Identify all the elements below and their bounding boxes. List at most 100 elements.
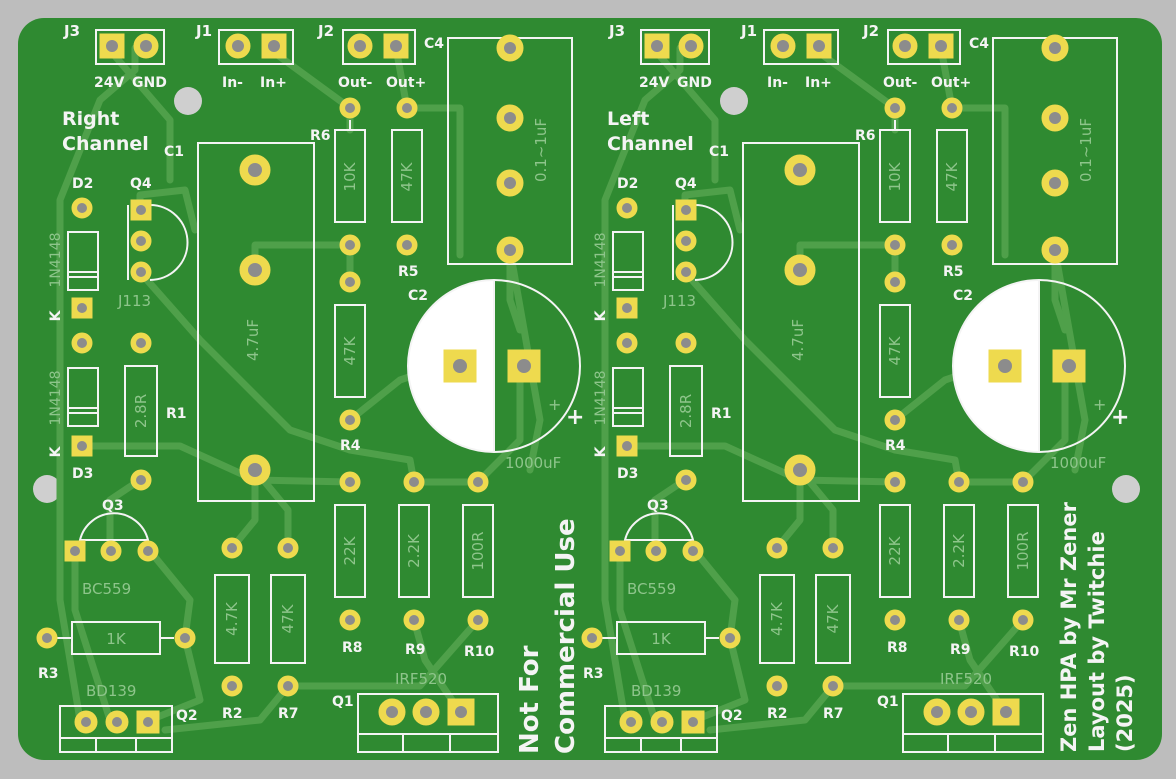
ref-r8: R8 (887, 640, 908, 656)
value-q4: J113 (662, 292, 696, 310)
value-c4: 0.1~1uF (1077, 118, 1095, 182)
credits-line1: Zen HPA by Mr Zener (1057, 501, 1081, 752)
ref-j2: J2 (862, 22, 879, 40)
value-r2: 4.7K (768, 601, 786, 636)
ref-d2: D2 (72, 176, 93, 192)
ref-q4: Q4 (675, 176, 697, 192)
ref-c2: C2 (408, 288, 428, 304)
ref-j3: J3 (608, 22, 625, 40)
resistor-r9: R9 2.2K (398, 471, 430, 658)
mounting-hole (174, 87, 202, 115)
capacitor-c1: C1 4.7uF (709, 142, 860, 502)
resistor-r7: R7 47K (270, 537, 306, 722)
ref-c2: C2 (953, 288, 973, 304)
transistor-q3: Q3 BC559 (64, 498, 159, 598)
ref-q1: Q1 (332, 694, 354, 710)
cathode-mark: K (48, 309, 64, 321)
ref-r6: R6 (855, 128, 876, 144)
capacitor-c2: C2 1000uF + + (952, 279, 1129, 472)
resistor-r5: R5 47K (391, 97, 423, 280)
ref-q2: Q2 (176, 708, 198, 724)
connector-j1: J1 In- In+ (195, 22, 294, 91)
transistor-q2: Q2 BD139 (59, 682, 198, 753)
diode-d2: D2 1N4148 K (48, 176, 99, 321)
value-d3: 1N4148 (48, 370, 64, 425)
ref-r5: R5 (943, 264, 964, 280)
ref-r10: R10 (464, 644, 495, 660)
credits-line3: (2025) (1113, 674, 1137, 752)
transistor-q2: Q2 BD139 (604, 682, 743, 753)
credits: Zen HPA by Mr Zener Layout by Twitchie (… (1057, 501, 1137, 752)
ref-q4: Q4 (130, 176, 152, 192)
commercial-notice: Not For Commercial Use (515, 518, 581, 754)
value-r4: 47K (341, 335, 359, 365)
value-r4: 47K (886, 335, 904, 365)
value-r8: 22K (886, 535, 904, 565)
resistor-r9: R9 2.2K (943, 471, 975, 658)
mounting-hole (1112, 475, 1140, 503)
polarity-fab: + (1093, 395, 1106, 414)
ref-d2: D2 (617, 176, 638, 192)
label-24v: 24V (94, 75, 124, 91)
transistor-q4: Q4 J113 (117, 176, 189, 310)
ref-j2: J2 (317, 22, 334, 40)
value-q3: BC559 (82, 580, 131, 598)
label-out-minus: Out- (883, 75, 918, 91)
value-r5: 47K (943, 161, 961, 191)
ref-q3: Q3 (647, 498, 669, 514)
resistor-r8: R8 22K (334, 471, 366, 656)
ref-c4: C4 (969, 36, 989, 52)
polarity-mark: + (566, 405, 584, 430)
polarity-fab: + (548, 395, 561, 414)
ref-r1: R1 (711, 406, 732, 422)
value-r1: 2.8R (677, 394, 695, 428)
value-r10: 100R (1014, 531, 1032, 570)
resistor-r4: R4 47K (879, 271, 911, 454)
ref-r4: R4 (885, 438, 906, 454)
value-r3: 1K (651, 630, 672, 648)
resistor-r8: R8 22K (879, 471, 911, 656)
value-r2: 4.7K (223, 601, 241, 636)
value-c1: 4.7uF (789, 319, 807, 361)
diode-d3: D3 1N4148 K (593, 332, 644, 482)
channel-name-line1: Right (62, 108, 119, 130)
value-r9: 2.2K (405, 533, 423, 568)
capacitor-c4: C4 0.1~1uF (424, 34, 573, 265)
connector-j3: J3 24V GND (608, 22, 712, 91)
capacitor-c2: C2 1000uF + + (407, 279, 584, 472)
ref-r5: R5 (398, 264, 419, 280)
resistor-r6: R6 10K (310, 97, 366, 256)
value-d2: 1N4148 (48, 232, 64, 287)
cathode-mark: K (48, 445, 64, 457)
capacitor-c4: C4 0.1~1uF (969, 34, 1118, 265)
mounting-hole (720, 87, 748, 115)
ref-q2: Q2 (721, 708, 743, 724)
value-q4: J113 (117, 292, 151, 310)
ref-r8: R8 (342, 640, 363, 656)
resistor-r5: R5 47K (936, 97, 968, 280)
diode-d3: D3 1N4148 K (48, 332, 99, 482)
label-out-plus: Out+ (386, 75, 426, 91)
resistor-r2: R2 4.7K (214, 537, 250, 722)
value-q2: BD139 (86, 682, 136, 700)
ref-d3: D3 (72, 466, 93, 482)
polarity-mark: + (1111, 405, 1129, 430)
channel-name-line2: Channel (607, 133, 694, 155)
value-q1: IRF520 (940, 670, 992, 688)
label-gnd: GND (132, 75, 167, 91)
connector-j1: J1 In- In+ (740, 22, 839, 91)
notice-line2: Commercial Use (551, 518, 581, 754)
label-gnd: GND (677, 75, 712, 91)
connector-j2: J2 Out- Out+ (317, 22, 426, 91)
resistor-r1: R1 2.8R (669, 332, 732, 491)
resistor-r4: R4 47K (334, 271, 366, 454)
label-in-plus: In+ (260, 75, 287, 91)
transistor-q1: Q1 IRF520 (332, 670, 499, 753)
value-r10: 100R (469, 531, 487, 570)
transistor-q4: Q4 J113 (662, 176, 734, 310)
value-q3: BC559 (627, 580, 676, 598)
pad (261, 33, 287, 59)
ref-r9: R9 (950, 642, 971, 658)
